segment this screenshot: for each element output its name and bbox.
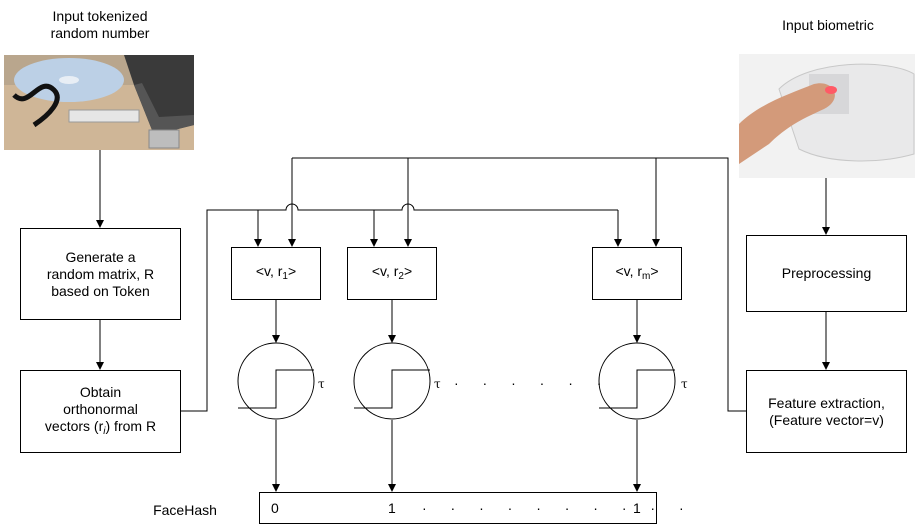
- usb-token-laptop-photo: [4, 55, 194, 150]
- threshold-unit-m: [598, 342, 676, 420]
- token-photo-icon: [4, 55, 194, 150]
- feature-extraction-box: Feature extraction, (Feature vector=v): [746, 370, 907, 453]
- obtain-line-1: Obtain: [79, 383, 122, 400]
- hash-bit-m: 1: [633, 500, 641, 516]
- obtain-line-3: vectors (ri) from R: [44, 417, 157, 437]
- hash-bit-2: 1: [388, 500, 396, 516]
- preprocessing-box: Preprocessing: [746, 235, 907, 312]
- inner-product-box-1: <v, r1>: [231, 247, 321, 300]
- biometric-input-label: Input biometric: [782, 17, 874, 33]
- threshold-unit-2: [353, 342, 431, 420]
- feature-line-2: (Feature vector=v): [769, 411, 884, 428]
- units-ellipsis: · · · · · ·: [454, 375, 612, 391]
- token-input-label: Input tokenized random number: [50, 8, 150, 41]
- hash-bit-1: 0: [271, 500, 279, 516]
- biometric-photo-icon: [739, 54, 915, 178]
- tau-label-1: τ: [318, 377, 325, 391]
- fingerprint-scanner-photo: [739, 54, 915, 178]
- facehash-bit-box: [259, 492, 657, 524]
- preprocessing-label: Preprocessing: [781, 265, 872, 281]
- tau-label-2: τ: [434, 377, 441, 391]
- feature-line-1: Feature extraction,: [768, 394, 885, 411]
- generate-line-2: random matrix, R: [46, 265, 155, 282]
- hash-ellipsis: · · · · · · · · · ·: [422, 500, 694, 516]
- generate-line-1: Generate a: [65, 248, 136, 265]
- inner-product-box-m: <v, rm>: [592, 247, 682, 300]
- generate-line-3: based on Token: [51, 282, 150, 299]
- inner-product-box-2: <v, r2>: [347, 247, 437, 300]
- tau-label-m: τ: [681, 377, 688, 391]
- generate-matrix-box: Generate a random matrix, R based on Tok…: [20, 228, 181, 320]
- threshold-unit-1: [237, 342, 315, 420]
- facehash-label: FaceHash: [153, 502, 217, 518]
- obtain-line-2: orthonormal: [63, 400, 138, 417]
- obtain-vectors-box: Obtain orthonormal vectors (ri) from R: [20, 370, 181, 453]
